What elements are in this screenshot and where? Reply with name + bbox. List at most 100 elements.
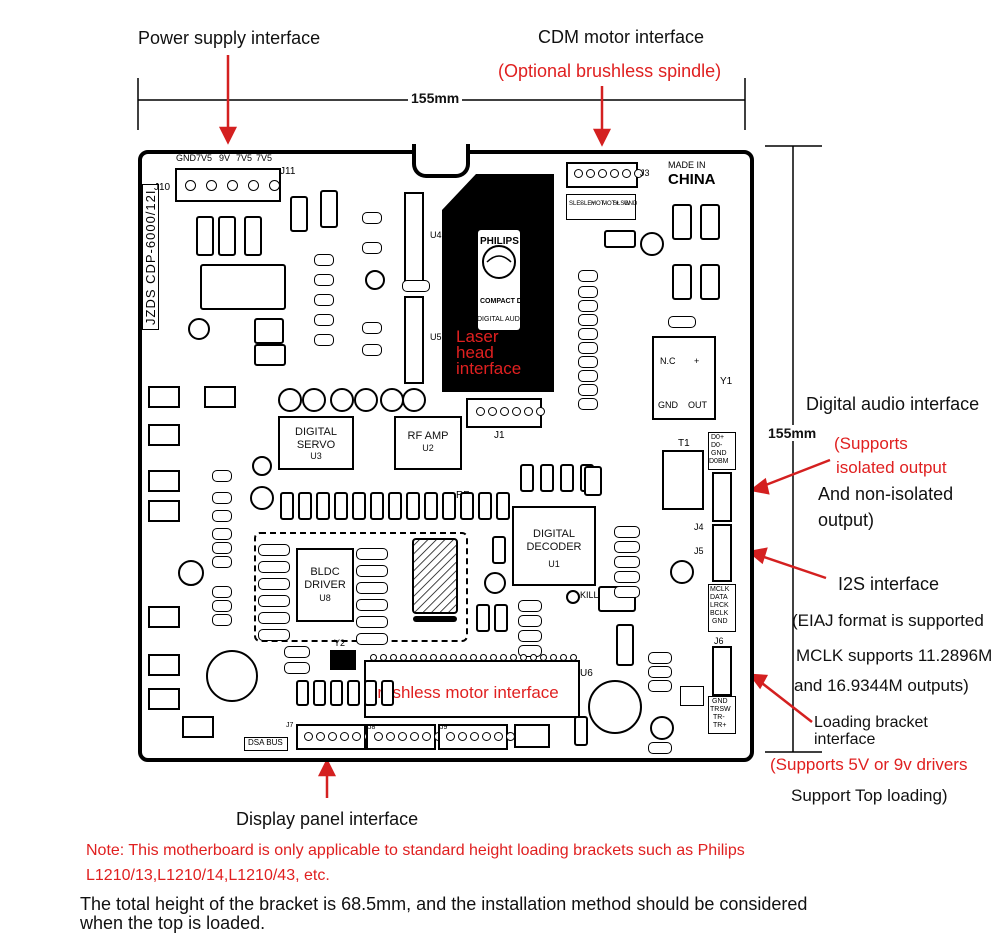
transistor-ctr3: [650, 716, 674, 740]
j7-display-connector[interactable]: [296, 724, 373, 750]
resistor-rf8: [578, 286, 598, 298]
laser-head-label-1: Laser: [456, 327, 499, 346]
j8-connector[interactable]: [366, 724, 443, 750]
u3-ref: U3: [310, 451, 322, 462]
j4-pin-3: GND: [711, 450, 727, 457]
j5-i2s-connector[interactable]: [712, 524, 732, 582]
loading-label-1: Loading bracket: [814, 714, 928, 731]
digital-audio-label: Digital audio interface: [806, 394, 980, 414]
capacitor-cdt6: [492, 536, 506, 564]
brushless-motor-pad: [412, 538, 458, 622]
y1-pin-nc: N.C: [660, 356, 676, 366]
resistor-rtr3: [648, 680, 672, 692]
brushless-motor-label: Brushless motor interface: [366, 683, 559, 702]
loading-label-2: interface: [814, 731, 876, 748]
resistor-rf9: [578, 270, 598, 282]
u1-name: DIGITAL DECODER: [526, 528, 582, 553]
capacitor-ct3: [244, 216, 262, 256]
cdm-module-outline: [442, 174, 554, 392]
capacitor-ct15: [672, 204, 692, 240]
u6-label: U6: [580, 668, 593, 679]
resistor-rm3: [314, 274, 334, 286]
compact-disc-logo-text: COMPACT DISC: [480, 298, 534, 305]
resistor-rf4: [578, 370, 598, 382]
j4-pin-labels-box: D0+ D0- GND D0BM: [708, 432, 736, 470]
capacitor-ct20: [616, 624, 634, 666]
capacitor-cmt1: [320, 190, 338, 228]
i2s-label: I2S interface: [838, 574, 940, 594]
j9-connector[interactable]: [438, 724, 515, 750]
j5-pin-2: DATA: [710, 594, 728, 601]
resistor-cm5: [362, 322, 382, 334]
capacitor-cct2: [574, 716, 588, 746]
j3-pin-5: SLSW: [613, 201, 631, 207]
j3-pin-2: SLE+: [580, 201, 595, 207]
y1-label: Y1: [720, 376, 733, 387]
j3-label: J3: [640, 168, 650, 178]
total-height-line-1: The total height of the bracket is 68.5m…: [80, 894, 808, 914]
capacitor-ct17: [672, 264, 692, 300]
drivers-label: (Supports 5V or 9v drivers: [770, 755, 968, 774]
j3-pin-6: GND: [624, 201, 638, 207]
resistor-r4: [212, 614, 232, 626]
connector-ct6: [204, 386, 236, 408]
connector-ct13: [182, 716, 214, 738]
resistor-rm4: [314, 294, 334, 306]
bridge-rectifier: [200, 264, 286, 310]
resistor-rf3: [578, 398, 598, 410]
resistor-rm1: [362, 212, 382, 224]
tray-driver-u7: [680, 686, 704, 706]
note-line-1: Note: This motherboard is only applicabl…: [86, 842, 745, 859]
j6-loading-connector[interactable]: [712, 646, 732, 696]
j3-pin-3: MOT-: [591, 201, 606, 207]
chip-u5: [404, 296, 424, 384]
u1-ref: U1: [548, 559, 560, 570]
resistor-rsp1: [212, 470, 232, 482]
china-text: CHINA: [668, 171, 716, 188]
cdm-motor-label: CDM motor interface: [538, 27, 705, 47]
mounting-hole-top-right: [640, 232, 664, 256]
connector-ct8: [148, 470, 180, 492]
j4-digital-audio-connector[interactable]: [712, 472, 732, 522]
connector-ct11: [148, 654, 180, 676]
resistor-rtr1: [648, 742, 672, 754]
resistor-rm6: [314, 334, 334, 346]
board-notch: [412, 144, 470, 178]
chip-u6-socket: [364, 654, 580, 718]
connector-ct10: [148, 606, 180, 628]
large-capacitor-left: [206, 650, 258, 702]
connector-ct9: [148, 500, 180, 522]
j5-pin-3: LRCK: [710, 602, 729, 609]
j4-pin-4: D0BM: [709, 458, 729, 465]
eiaj-label: (EIAJ format is supported: [792, 611, 984, 630]
non-isolated-label-1: And non-isolated: [818, 484, 954, 504]
capacitor-cc2: [284, 646, 310, 658]
y1-pin-plus: +: [694, 356, 700, 366]
total-height-line-2: when the top is loaded.: [80, 913, 266, 933]
j3-cdm-connector: [566, 162, 643, 188]
capacitor-cst7: [302, 388, 326, 412]
capacitor-cft1: [604, 230, 636, 248]
power-pin-gnd: GND: [176, 153, 196, 163]
j5-pin-labels-box: MCLK DATA LRCK BCLK GND: [708, 584, 736, 632]
j9-label: J9: [440, 724, 448, 731]
non-isolated-label-2: output): [818, 510, 875, 530]
mclk-label-1: MCLK supports 11.2896M: [796, 646, 993, 665]
capacitor-ct16: [700, 264, 720, 300]
resistor-column-rb: [258, 544, 290, 641]
resistor-rf5: [578, 356, 598, 368]
u2-ref: U2: [422, 442, 434, 453]
j8-label: J8: [368, 724, 376, 731]
resistor-rsp2: [212, 492, 232, 504]
capacitor-cc1: [284, 662, 310, 674]
resistor-r2: [212, 528, 232, 540]
resistor-rb3: [212, 600, 232, 612]
capacitor-cst10: [380, 388, 404, 412]
j1-label: J1: [494, 430, 505, 441]
u5-label: U5: [430, 332, 442, 342]
capacitor-ct4: [290, 196, 308, 232]
y1-pin-gnd: GND: [658, 400, 678, 410]
capacitor-cst8: [330, 388, 354, 412]
connector-ct7: [148, 424, 180, 446]
j3-pin-labels-box: SLE- SLE+ MOT- MOT+ SLSW GND: [566, 194, 638, 220]
